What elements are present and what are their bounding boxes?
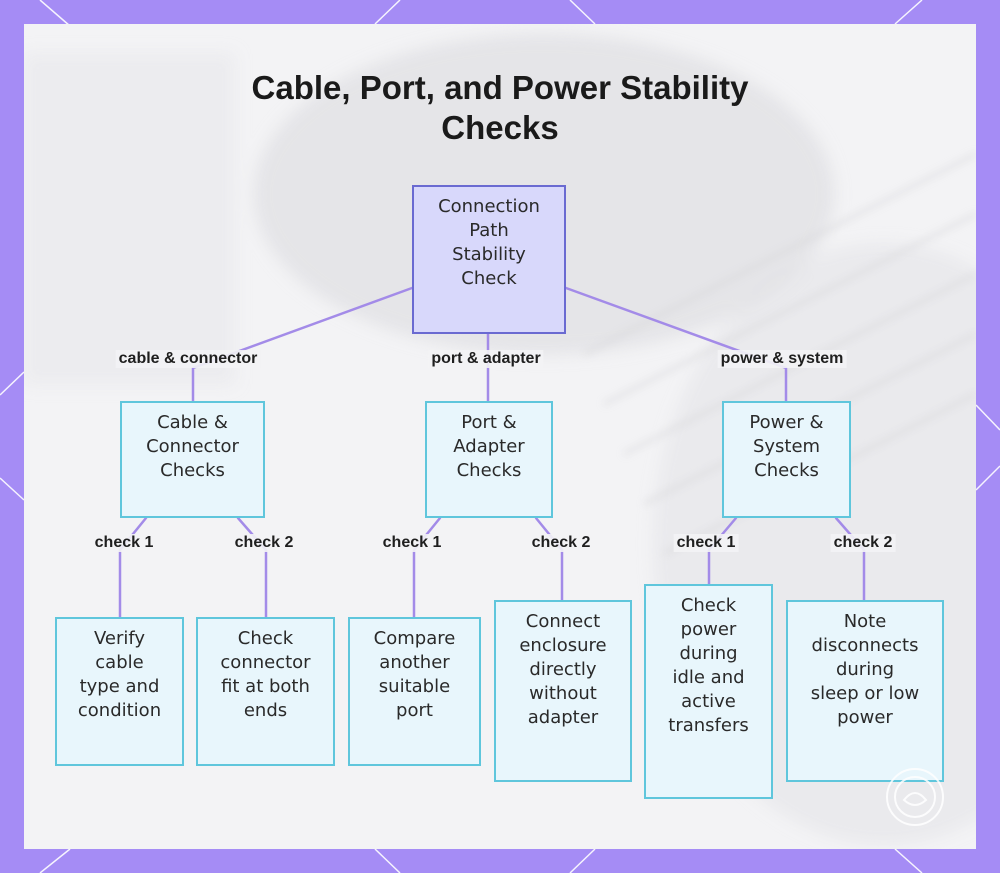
node-text-line: power [680, 619, 737, 640]
node-text-line: Check [237, 628, 294, 649]
node-text-line: Checks [754, 460, 819, 481]
edge-label-cable-connector: cable & connector [115, 350, 261, 368]
node-text-line: transfers [668, 715, 749, 736]
leaf-check-power-during-transfers: Check power during idle and active trans… [644, 584, 773, 799]
edge-label-check-1: check 1 [91, 534, 157, 552]
leaf-compare-another-port: Compare another suitable port [348, 617, 481, 766]
edge-cable-to-check2 [236, 516, 268, 619]
edge-label-power-system: power & system [717, 350, 847, 368]
node-text-line: during [679, 643, 738, 664]
node-text: Cable & Connector Checks [146, 411, 239, 483]
node-power-system-checks: Power & System Checks [722, 401, 851, 518]
node-text-line: without [529, 683, 597, 704]
node-text-line: idle and [672, 667, 745, 688]
watermark-seal-icon [886, 768, 944, 826]
node-text-line: connector [220, 652, 311, 673]
node-text-line: enclosure [519, 635, 607, 656]
node-cable-connector-checks: Cable & Connector Checks [120, 401, 265, 518]
node-text-line: Path [469, 220, 509, 241]
edge-power-to-check2 [834, 516, 866, 602]
edge-label-check-1: check 1 [673, 534, 739, 552]
edge-root-to-power [564, 286, 788, 403]
node-text-line: Connector [146, 436, 239, 457]
node-text: Verify cable type and condition [78, 627, 161, 723]
node-text: Power & System Checks [749, 411, 823, 483]
node-text: Compare another suitable port [374, 627, 456, 723]
node-text: Note disconnects during sleep or low pow… [811, 610, 920, 730]
node-text-line: Checks [456, 460, 522, 481]
node-text-line: power [837, 707, 893, 728]
edge-cable-to-check1 [118, 516, 148, 619]
node-text-line: condition [77, 700, 162, 721]
node-text: Connection Path Stability Check [438, 195, 540, 291]
node-text-line: another [379, 652, 450, 673]
edge-label-port-adapter: port & adapter [428, 350, 544, 368]
edge-label-check-2: check 2 [231, 534, 297, 552]
node-text-line: ends [243, 700, 288, 721]
node-text-line: fit at both [221, 676, 310, 697]
node-text-line: Power & [749, 412, 824, 433]
node-text-line: adapter [527, 707, 599, 728]
diagram-title: Cable, Port, and Power Stability Checks [0, 68, 1000, 148]
leaf-note-disconnects-sleep: Note disconnects during sleep or low pow… [786, 600, 944, 782]
edge-port-to-check2 [534, 516, 564, 602]
leaf-check-connector-fit: Check connector fit at both ends [196, 617, 335, 766]
edge-label-check-2: check 2 [830, 534, 896, 552]
node-text-line: Stability [452, 244, 526, 265]
node-text: Connect enclosure directly without adapt… [519, 610, 606, 730]
node-text-line: Verify [93, 628, 146, 649]
node-text-line: Adapter [453, 436, 525, 457]
node-text-line: port [396, 700, 433, 721]
node-text-line: Check [461, 268, 517, 289]
node-text-line: Check [680, 595, 737, 616]
node-text-line: sleep or low [810, 683, 920, 704]
root-node-connection-path-stability-check: Connection Path Stability Check [412, 185, 566, 334]
node-text-line: disconnects [811, 635, 919, 656]
node-text-line: active [681, 691, 736, 712]
node-text-line: Compare [373, 628, 456, 649]
node-text-line: Port & [461, 412, 517, 433]
node-text-line: System [752, 436, 821, 457]
node-text-line: cable [95, 652, 144, 673]
node-text-line: Connect [525, 611, 601, 632]
node-text-line: Cable & [157, 412, 228, 433]
node-text-line: Checks [160, 460, 225, 481]
node-text-line: suitable [378, 676, 451, 697]
leaf-verify-cable-type: Verify cable type and condition [55, 617, 184, 766]
node-text-line: directly [529, 659, 597, 680]
edge-port-to-check1 [412, 516, 442, 619]
node-text: Port & Adapter Checks [453, 411, 524, 483]
edge-root-to-cable [191, 286, 414, 403]
node-text-line: Connection [438, 196, 540, 217]
leaf-connect-without-adapter: Connect enclosure directly without adapt… [494, 600, 632, 782]
edge-label-check-1: check 1 [379, 534, 445, 552]
node-text-line: Note [843, 611, 887, 632]
node-text-line: during [835, 659, 895, 680]
title-line: Cable, Port, and Power Stability [251, 69, 749, 106]
node-text: Check connector fit at both ends [220, 627, 310, 723]
edge-label-check-2: check 2 [528, 534, 594, 552]
node-text: Check power during idle and active trans… [668, 594, 748, 738]
node-port-adapter-checks: Port & Adapter Checks [425, 401, 553, 518]
title-line: Checks [441, 109, 559, 146]
node-text-line: type and [79, 676, 160, 697]
